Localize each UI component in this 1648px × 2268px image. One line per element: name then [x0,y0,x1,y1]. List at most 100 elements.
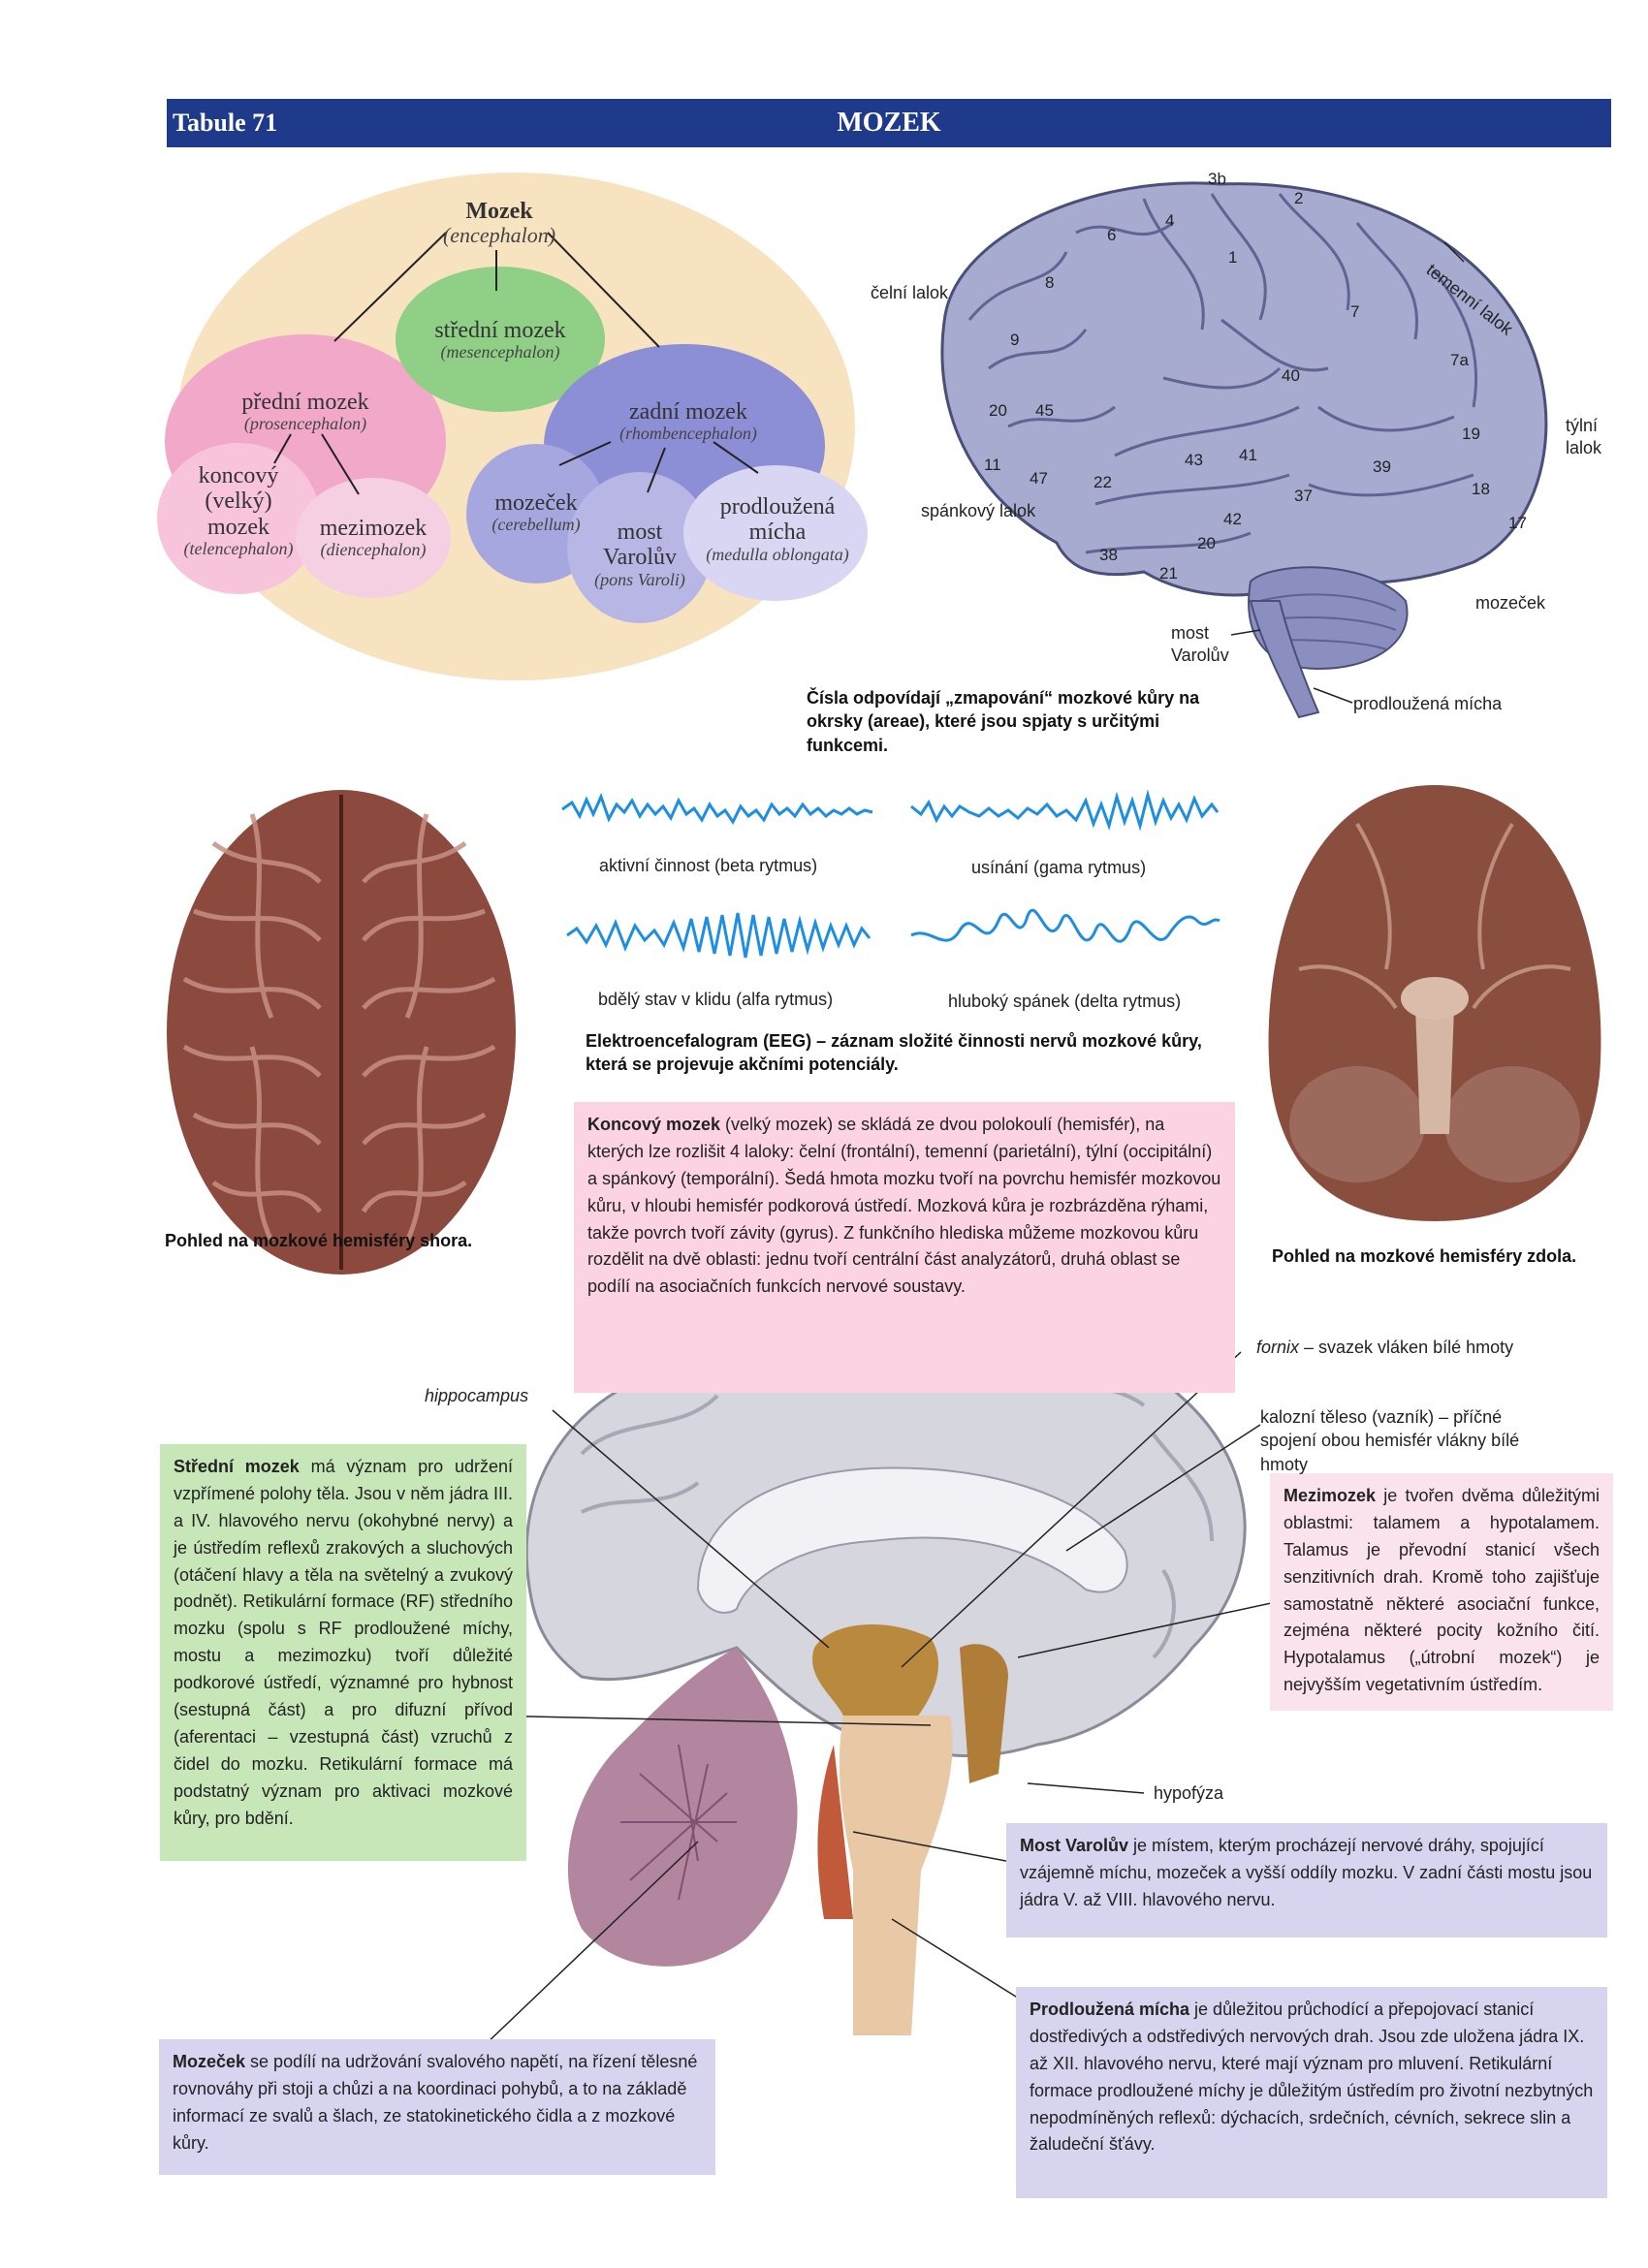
hypophysis-label: hypofýza [1154,1783,1224,1803]
tree-telencephalon: koncový (velký) mozek (telencephalon) [174,463,302,559]
area-number: 45 [1035,401,1054,420]
cerebellum-lead: Mozeček [173,2052,246,2071]
bottom-view-caption: Pohled na mozkové hemisféry zdola. [1272,1246,1577,1266]
area-number: 7a [1450,351,1469,369]
tree-forebrain: přední mozek (prosencephalon) [218,390,393,434]
plate-number: Tabule 71 [173,109,278,137]
telencephalon-text-box: Koncový mozek (velký mozek) se skládá ze… [574,1102,1235,1393]
tree-root-name: Mozek [465,199,533,224]
eeg-alpha-wave [566,912,872,959]
area-number: 2 [1294,189,1304,207]
tree-hindbrain-latin: (rhombencephalon) [619,424,757,444]
area-number: 18 [1472,480,1490,498]
page-title: MOZEK [837,108,941,138]
areas-caption: Čísla odpovídají „zmapování“ mozkové kůr… [807,688,1200,755]
medulla-bubble [683,465,868,601]
medulla-text-box: Prodloužená mícha je důležitou průchodíc… [1016,1987,1607,2198]
area-number: 39 [1373,457,1391,476]
area-number: 6 [1107,226,1117,244]
lateral-brain-illustration [940,181,1548,719]
area-number: 8 [1045,273,1055,292]
tree-pons: most Varolův (pons Varoli) [582,520,698,590]
tree-cerebellum: mozeček (cerebellum) [479,490,593,535]
area-number: 22 [1093,473,1112,491]
eeg-waves [561,789,1220,959]
tree-lines [273,232,759,495]
hippocampus-label: hippocampus [425,1386,529,1405]
tree-telencephalon-name: koncový (velký) mozek [198,463,279,540]
tree-hindbrain-name: zadní mozek [629,399,747,425]
telencephalon-lead: Koncový mozek [587,1115,721,1134]
fornix-label: fornix – svazek vláken bílé hmoty [1256,1336,1513,1359]
area-number: 19 [1462,425,1480,443]
diencephalon-body: je tvořen dvěma důležitými oblastmi: tal… [1284,1486,1600,1695]
diencephalon-bubble [296,478,451,598]
area-number: 41 [1239,446,1257,464]
frontal-lobe-label: čelní lalok [871,283,949,302]
area-number: 20 [989,401,1007,420]
area-number: 38 [1099,546,1118,564]
tree-diencephalon: mezimozek (diencephalon) [308,516,438,560]
sagittal-pointer-lines [484,1351,1290,2046]
tree-medulla-latin: (medulla oblongata) [706,544,849,564]
eeg-alpha-label: bdělý stav v klidu (alfa rytmus) [598,990,834,1009]
tree-midbrain: střední mozek (mesencephalon) [417,318,584,362]
tree-medulla: prodloužená mícha (medulla oblongata) [690,494,865,565]
area-number: 9 [1010,331,1020,349]
midbrain-bubble [396,267,605,412]
area-number: 3b [1208,170,1226,188]
brain-bottom-view-illustration [1268,785,1601,1221]
pons-lead: Most Varolův [1020,1836,1129,1855]
diencephalon-lead: Mezimozek [1284,1486,1377,1505]
midbrain-text-box: Střední mozek má význam pro udržení vzpř… [160,1444,526,1861]
area-number: 37 [1294,487,1313,505]
eeg-gamma-label: usínání (gama rytmus) [971,858,1147,877]
eeg-gamma-wave [910,789,1220,832]
cerebellum-body: se podílí na udržování svalového napětí,… [173,2052,698,2153]
fornix-desc: – svazek vláken bílé hmoty [1299,1338,1514,1357]
medulla-label: prodloužená mícha [1353,694,1503,713]
cerebellum-label: mozeček [1475,593,1546,613]
area-number: 47 [1030,469,1048,488]
medulla-lead: Prodloužená mícha [1030,2000,1190,2019]
area-number: 20 [1197,534,1216,552]
tree-hindbrain: zadní mozek (rhombencephalon) [591,399,785,444]
area-number: 43 [1185,451,1203,469]
header-bar: Tabule 71 MOZEK [167,99,1611,147]
tree-root: Mozek (encephalon) [427,199,572,248]
eeg-beta-label: aktivní činnost (beta rytmus) [599,856,818,875]
lateral-pointer-lines [1230,241,1465,704]
midbrain-body: má význam pro udržení vzpřímené polohy t… [174,1457,514,1828]
area-number: 7 [1350,302,1360,321]
tree-diencephalon-latin: (diencephalon) [320,540,427,560]
tree-pons-name: most Varolův [603,520,677,571]
area-number: 42 [1223,510,1242,528]
tree-midbrain-name: střední mozek [434,318,566,343]
eeg-delta-label: hluboký spánek (delta rytmus) [948,992,1182,1011]
top-view-caption: Pohled na mozkové hemisféry shora. [165,1231,473,1250]
area-number: 1 [1228,248,1238,267]
tree-pons-latin: (pons Varoli) [594,569,685,589]
tree-midbrain-latin: (mesencephalon) [440,342,560,362]
area-number: 4 [1165,211,1175,230]
area-number: 21 [1159,564,1178,583]
tree-cerebellum-name: mozeček [494,490,578,516]
tree-cerebellum-latin: (cerebellum) [491,515,581,535]
diencephalon-text-box: Mezimozek je tvořen dvěma důležitými obl… [1270,1473,1613,1711]
tree-root-latin: (encephalon) [442,223,556,248]
sagittal-brain-illustration [524,1313,1247,2035]
occipital-lobe-label: týlní lalok [1566,416,1602,458]
brain-top-view-illustration [167,790,516,1275]
pons-body: je místem, kterým procházejí nervové drá… [1020,1836,1593,1909]
pons-bubble [567,472,713,623]
tree-medulla-name: prodloužená mícha [719,494,836,546]
tree-diencephalon-name: mezimozek [319,516,428,541]
pons-text-box: Most Varolův je místem, kterým procházej… [1006,1823,1607,1937]
area-number: 11 [984,456,1001,474]
tree-forebrain-name: přední mozek [241,390,369,415]
corpus-callosum-label: kalozní těleso (vazník) – příčné spojení… [1260,1407,1520,1474]
area-number: 40 [1282,366,1300,385]
cerebellum-text-box: Mozeček se podílí na udržování svalového… [159,2039,715,2175]
tree-telencephalon-latin: (telencephalon) [183,539,294,559]
eeg-delta-wave [910,908,1220,943]
